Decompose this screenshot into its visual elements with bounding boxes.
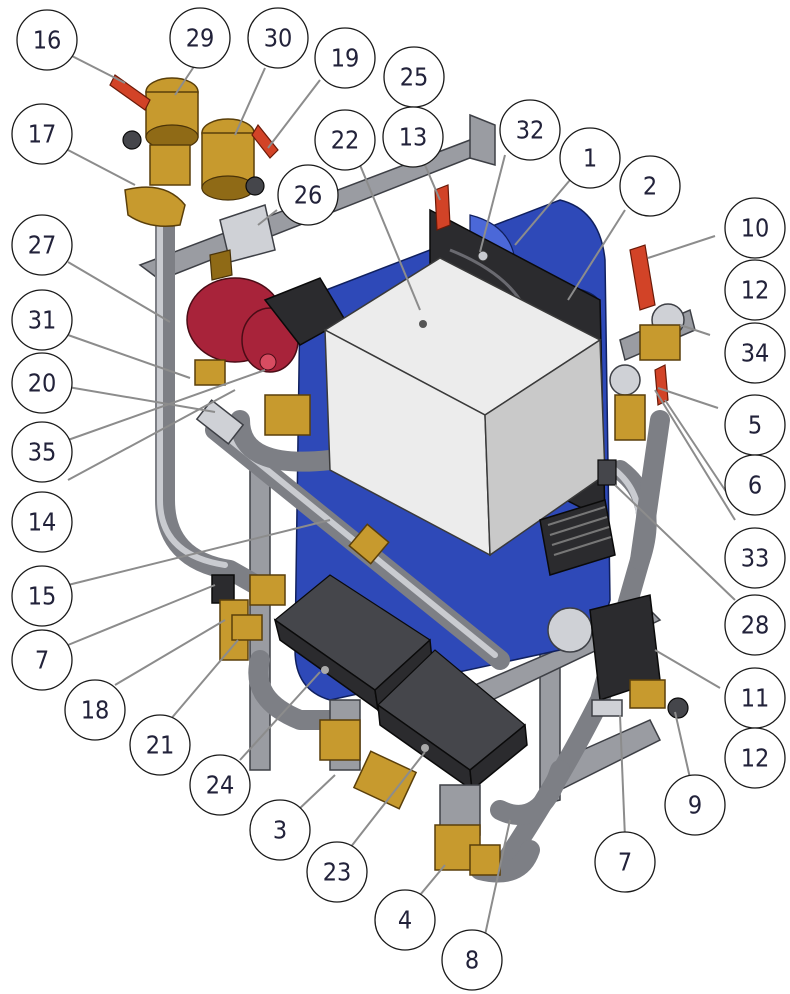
svg-text:25: 25 bbox=[400, 63, 429, 92]
svg-text:31: 31 bbox=[28, 306, 57, 335]
callout-27: 27 bbox=[11, 214, 73, 276]
callout-16: 16 bbox=[16, 9, 78, 71]
callout-28: 28 bbox=[724, 594, 786, 656]
svg-text:12: 12 bbox=[741, 276, 770, 305]
callout-31: 31 bbox=[11, 289, 73, 351]
sensor-32 bbox=[477, 250, 489, 262]
callout-2: 2 bbox=[619, 155, 681, 217]
right-valves bbox=[609, 244, 685, 441]
callout-24: 24 bbox=[189, 754, 251, 816]
callout-20: 20 bbox=[11, 352, 73, 414]
svg-text:30: 30 bbox=[264, 24, 293, 53]
callout-5: 5 bbox=[724, 394, 786, 456]
svg-text:14: 14 bbox=[28, 508, 57, 537]
svg-text:3: 3 bbox=[273, 816, 287, 845]
callout-4: 4 bbox=[374, 889, 436, 951]
control-cover bbox=[323, 257, 606, 557]
svg-text:23: 23 bbox=[323, 858, 352, 887]
callout-7-right: 7 bbox=[594, 831, 656, 893]
svg-text:35: 35 bbox=[28, 438, 57, 467]
ball-valve-left bbox=[109, 74, 199, 150]
valve-handle-16 bbox=[109, 74, 151, 111]
svg-text:18: 18 bbox=[81, 696, 110, 725]
callout-17: 17 bbox=[11, 103, 73, 165]
callout-10: 10 bbox=[724, 197, 786, 259]
callout-3: 3 bbox=[249, 799, 311, 861]
pump-11 bbox=[547, 594, 689, 719]
callout-7-left: 7 bbox=[11, 629, 73, 691]
callout-14: 14 bbox=[11, 491, 73, 553]
leader-lines bbox=[67, 54, 736, 936]
svg-text:4: 4 bbox=[398, 906, 412, 935]
svg-text:28: 28 bbox=[741, 611, 770, 640]
controller-26 bbox=[209, 204, 276, 281]
ball-valve-right bbox=[201, 118, 279, 201]
valve-handle-19 bbox=[251, 123, 279, 159]
svg-text:6: 6 bbox=[748, 471, 762, 500]
svg-text:34: 34 bbox=[741, 339, 770, 368]
heat-exchanger bbox=[539, 459, 617, 576]
left-lower-valves bbox=[211, 574, 286, 661]
callout-23: 23 bbox=[306, 841, 368, 903]
svg-text:7: 7 bbox=[35, 646, 49, 675]
valve-handle-10 bbox=[629, 244, 656, 311]
callout-29: 29 bbox=[169, 7, 231, 69]
svg-text:8: 8 bbox=[465, 946, 479, 975]
svg-text:10: 10 bbox=[741, 214, 770, 243]
callout-34: 34 bbox=[724, 322, 786, 384]
callout-26: 26 bbox=[277, 164, 339, 226]
callout-15: 15 bbox=[11, 565, 73, 627]
callout-11: 11 bbox=[724, 667, 786, 729]
callout-25: 25 bbox=[383, 46, 445, 108]
svg-text:17: 17 bbox=[28, 120, 57, 149]
svg-text:22: 22 bbox=[331, 126, 360, 155]
svg-text:13: 13 bbox=[399, 123, 428, 152]
callout-21: 21 bbox=[129, 714, 191, 776]
svg-text:20: 20 bbox=[28, 369, 57, 398]
circulation-pump bbox=[186, 277, 347, 436]
svg-text:26: 26 bbox=[294, 181, 323, 210]
svg-text:1: 1 bbox=[583, 144, 597, 173]
svg-text:9: 9 bbox=[688, 791, 702, 820]
bottom-valves bbox=[319, 719, 501, 876]
actuator-24 bbox=[273, 574, 433, 771]
callout-30: 30 bbox=[247, 7, 309, 69]
callout-19: 19 bbox=[314, 27, 376, 89]
svg-text:32: 32 bbox=[516, 116, 545, 145]
callout-22: 22 bbox=[314, 109, 376, 171]
callout-18: 18 bbox=[64, 679, 126, 741]
svg-text:19: 19 bbox=[331, 44, 360, 73]
svg-text:24: 24 bbox=[206, 771, 235, 800]
callout-9: 9 bbox=[664, 774, 726, 836]
svg-text:12: 12 bbox=[741, 744, 770, 773]
svg-text:27: 27 bbox=[28, 231, 57, 260]
svg-text:33: 33 bbox=[741, 544, 770, 573]
callout-32: 32 bbox=[499, 99, 561, 161]
svg-text:7: 7 bbox=[618, 848, 632, 877]
svg-text:29: 29 bbox=[186, 24, 215, 53]
svg-text:11: 11 bbox=[741, 684, 770, 713]
callout-6: 6 bbox=[724, 454, 786, 516]
callout-13: 13 bbox=[382, 106, 444, 168]
callout-12-top: 12 bbox=[724, 259, 786, 321]
callout-1: 1 bbox=[559, 127, 621, 189]
strainer-17 bbox=[124, 144, 191, 227]
callout-33: 33 bbox=[724, 527, 786, 589]
top-bracket bbox=[469, 113, 496, 166]
svg-text:5: 5 bbox=[748, 411, 762, 440]
callout-8: 8 bbox=[441, 929, 503, 991]
svg-text:2: 2 bbox=[643, 172, 657, 201]
left-upright bbox=[249, 454, 271, 771]
callout-35: 35 bbox=[11, 421, 73, 483]
callout-12-bottom: 12 bbox=[724, 727, 786, 789]
svg-text:15: 15 bbox=[28, 582, 57, 611]
svg-text:16: 16 bbox=[33, 26, 62, 55]
svg-text:21: 21 bbox=[146, 731, 175, 760]
